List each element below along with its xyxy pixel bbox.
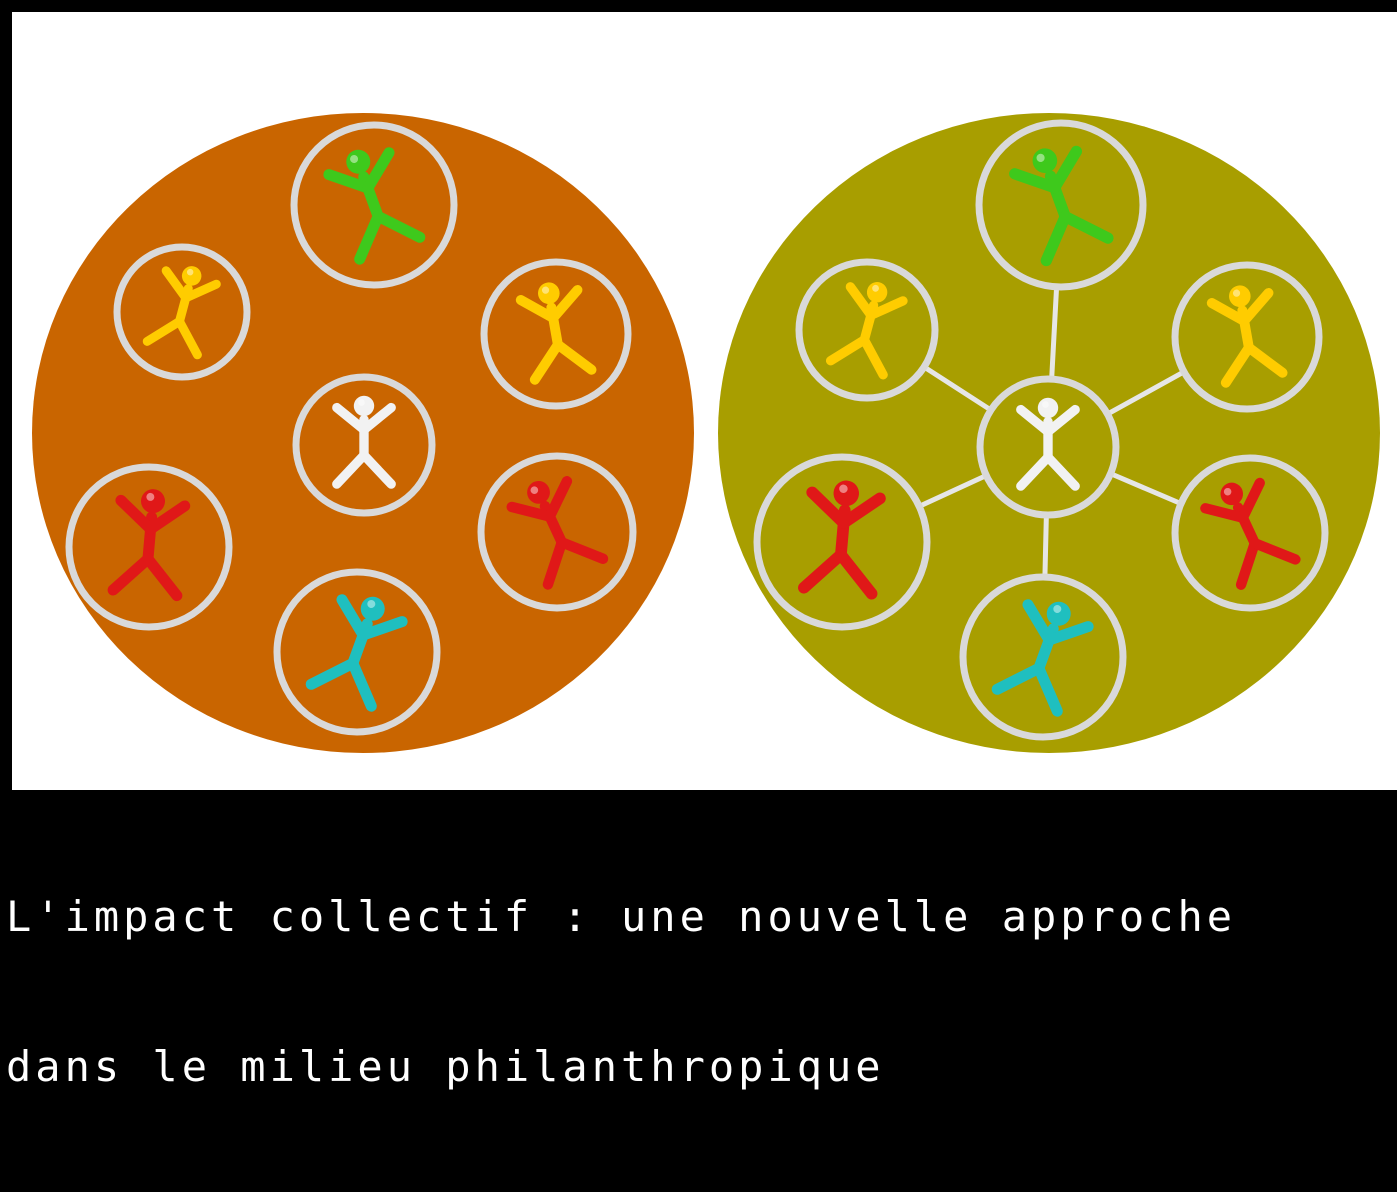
teal-figure	[305, 594, 408, 712]
yellow-figure-right	[1206, 285, 1288, 388]
caption-banner: L'impact collectif : une nouvelle approc…	[6, 792, 1391, 1192]
red-figure-right	[1200, 477, 1301, 590]
connector-line	[916, 472, 989, 509]
chalk-ring	[753, 453, 931, 631]
caption-line-2: dans le milieu philanthropique	[6, 1042, 885, 1091]
illustration-panel	[12, 12, 1397, 790]
chalk-ring	[477, 452, 637, 612]
teal-figure	[991, 599, 1094, 717]
connector-line	[1049, 284, 1060, 382]
green-figure	[1009, 145, 1114, 267]
collective-impact-illustration	[32, 113, 1380, 753]
yellow-figure-left	[142, 266, 221, 360]
connector-line	[1108, 471, 1184, 507]
chalk-ring	[959, 573, 1127, 741]
chalk-ring	[975, 119, 1147, 291]
chalk-ring	[1171, 454, 1329, 612]
image-frame: L'impact collectif : une nouvelle approc…	[6, 12, 1397, 1091]
white-figure-center	[332, 395, 396, 489]
chalk-ring	[292, 373, 436, 517]
connector-lines	[916, 284, 1187, 580]
connector-line	[921, 364, 994, 413]
caption-line-1: L'impact collectif : une nouvelle approc…	[6, 892, 1237, 941]
chalk-ring	[480, 258, 632, 410]
chalk-ring	[976, 375, 1120, 519]
white-figure-center	[1016, 397, 1080, 491]
green-figure	[323, 147, 426, 265]
red-figure-left	[107, 489, 191, 602]
chalk-ring	[113, 243, 251, 381]
red-figure-left	[798, 480, 886, 600]
left-group-separate	[65, 121, 637, 736]
right-group-connected	[753, 119, 1329, 741]
chalk-ring	[65, 463, 233, 631]
chalk-ring	[290, 121, 458, 289]
chalk-ring	[273, 568, 441, 736]
chalk-ring	[795, 258, 939, 402]
red-figure-right	[506, 476, 609, 590]
connector-line	[1105, 369, 1187, 417]
yellow-figure-left	[825, 282, 908, 380]
chalk-ring	[1171, 261, 1323, 413]
yellow-figure-right	[515, 282, 597, 385]
connector-line	[1042, 512, 1049, 580]
